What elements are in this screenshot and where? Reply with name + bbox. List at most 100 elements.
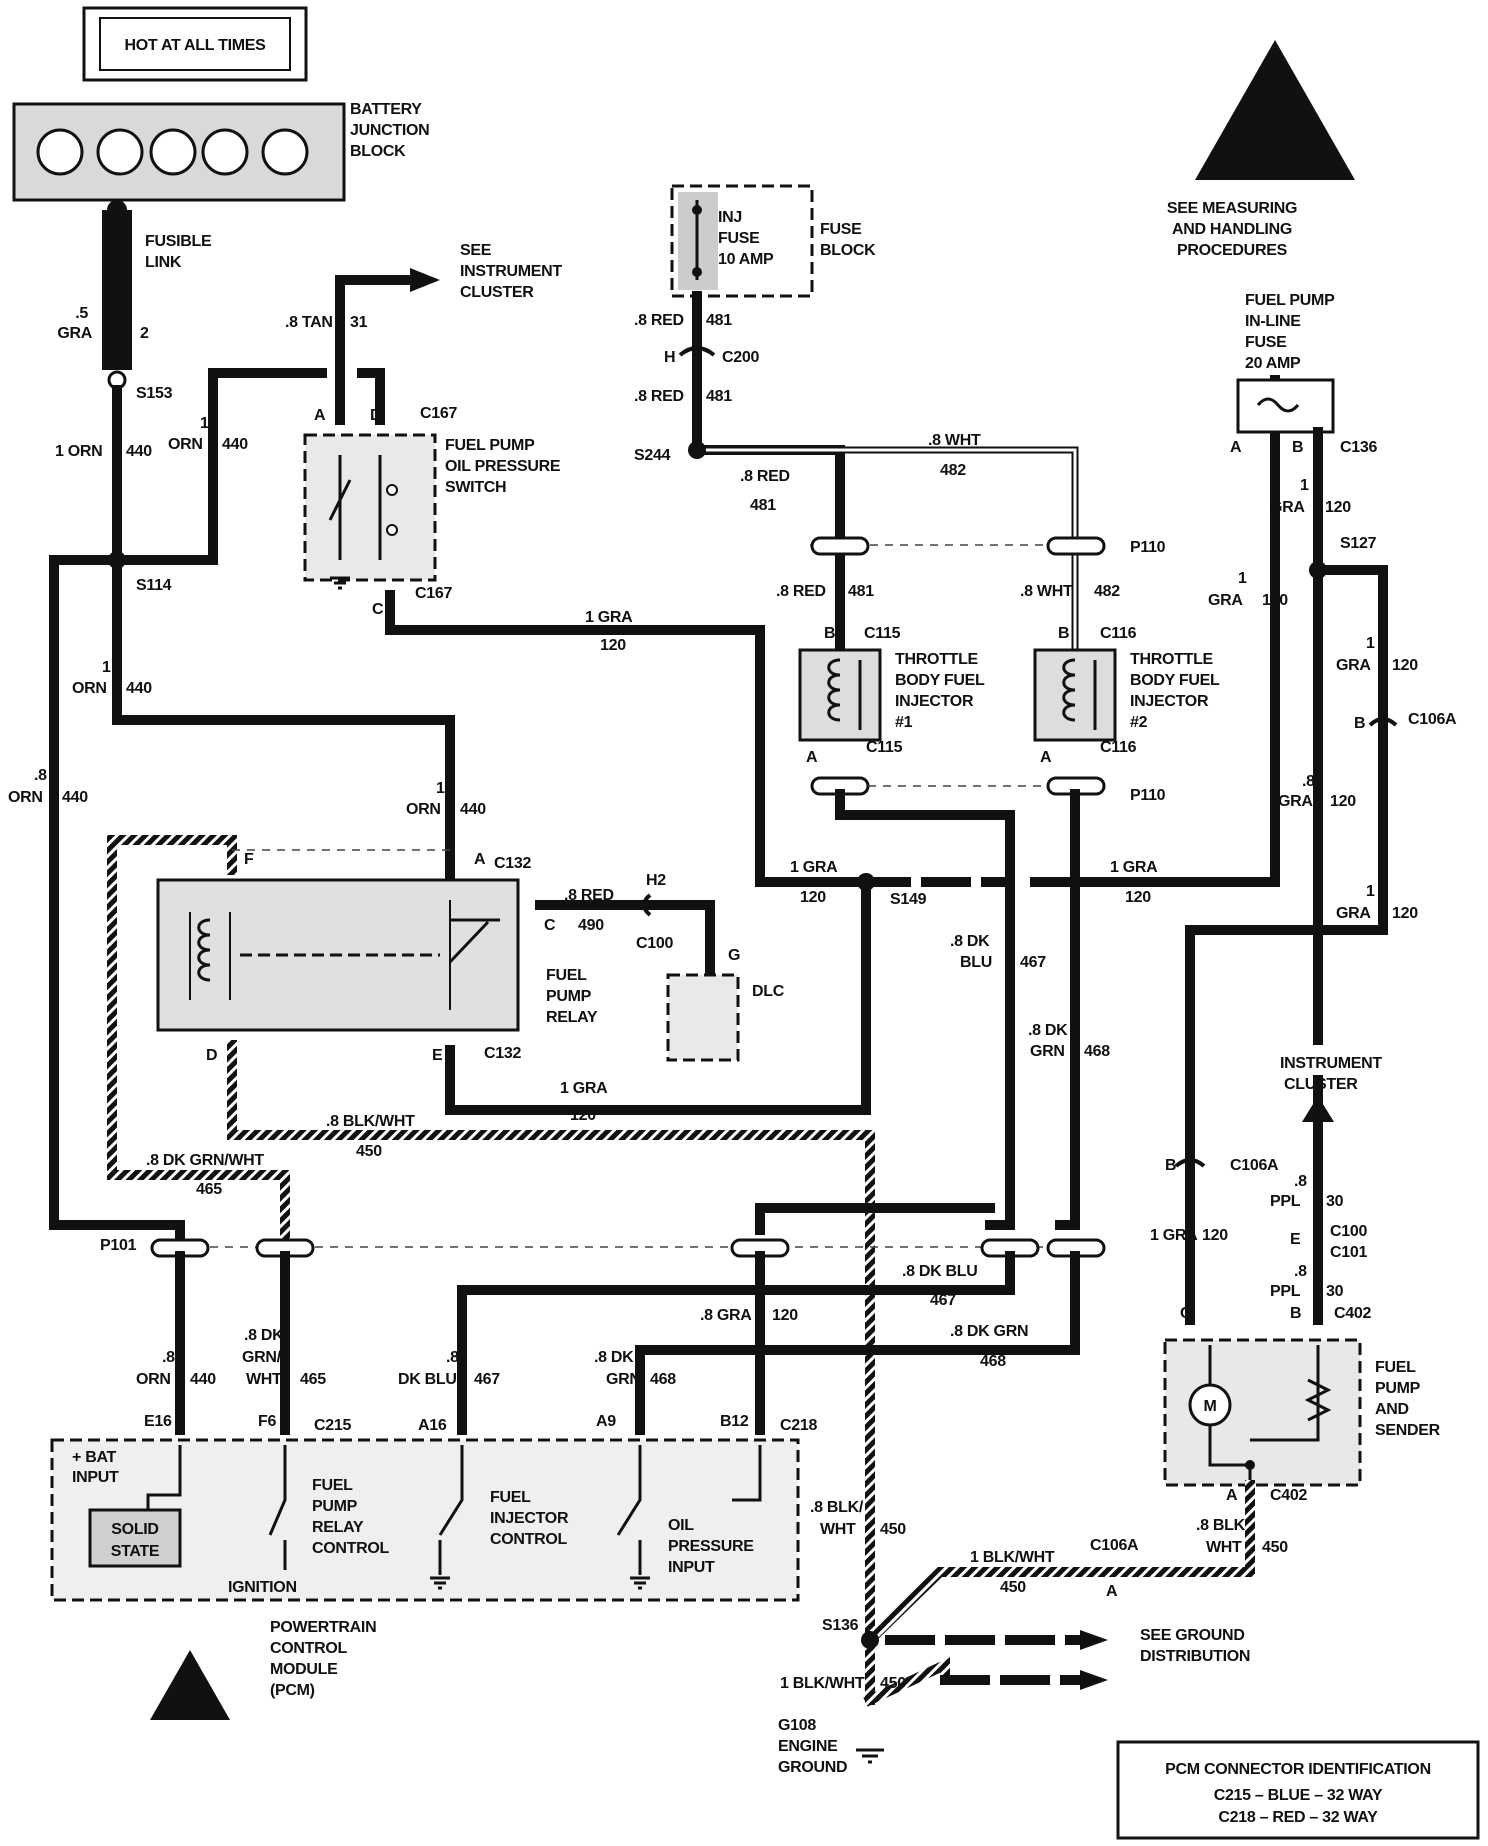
svg-text:.8 DK: .8 DK [244,1327,284,1344]
svg-text:ORN: ORN [168,436,203,453]
svg-text:SEE: SEE [460,242,492,259]
svg-text:1 GRA: 1 GRA [1110,859,1158,876]
svg-text:S136: S136 [822,1617,859,1634]
svg-text:INPUT: INPUT [72,1469,119,1486]
svg-text:WHT: WHT [246,1371,282,1388]
svg-text:C402: C402 [1270,1487,1307,1504]
svg-text:P110: P110 [1130,539,1166,556]
svg-text:120: 120 [1392,905,1418,922]
svg-text:.8 WHT: .8 WHT [928,432,981,449]
svg-text:C215 – BLUE – 32 WAY: C215 – BLUE – 32 WAY [1214,1787,1383,1804]
svg-text:GRN: GRN [606,1371,641,1388]
gra-120-circuit: S149 1 GRA 120 1 GRA 120 1 GRA 120 1 GRA… [385,375,1280,1124]
svg-text:MODULE: MODULE [270,1661,338,1678]
svg-text:.8: .8 [1294,1173,1307,1190]
svg-text:467: 467 [1020,954,1046,971]
svg-text:1: 1 [1300,477,1309,494]
svg-text:IN-LINE: IN-LINE [1245,313,1301,330]
svg-text:BLU: BLU [960,954,992,971]
svg-text:C215: C215 [314,1417,351,1434]
svg-text:P110: P110 [1130,787,1166,804]
svg-text:.8 RED: .8 RED [634,388,684,405]
svg-text:G: G [728,947,740,964]
ground-circuit: S136 1 BLK/WHT 450 .8 BLK/ WHT 450 1 BLK… [778,1480,1255,1776]
svg-text:.8: .8 [162,1349,175,1366]
svg-text:440: 440 [190,1371,216,1388]
svg-text:.8: .8 [1294,1263,1307,1280]
svg-text:B12: B12 [720,1413,749,1430]
svg-text:INSTRUMENT: INSTRUMENT [460,263,562,280]
svg-text:FUEL PUMP: FUEL PUMP [1245,292,1335,309]
svg-text:450: 450 [880,1675,906,1692]
svg-text:490: 490 [578,917,604,934]
svg-text:C116: C116 [1100,625,1137,642]
throttle-body-injector-1: B C115 THROTTLE BODY FUEL INJECTOR #1 A … [798,625,985,796]
svg-text:30: 30 [1326,1283,1344,1300]
svg-text:C115: C115 [864,625,901,642]
fuel-pump-relay: F A C132 D E C132 FUEL PUMP RELAY [107,835,875,1705]
svg-text:E: E [1290,1231,1301,1248]
hot-label: HOT AT ALL TIMES [125,37,267,54]
svg-text:A: A [1230,439,1242,456]
svg-text:.8 DK GRN/WHT: .8 DK GRN/WHT [146,1152,264,1169]
svg-text:PRESSURE: PRESSURE [668,1538,754,1555]
svg-text:FUEL PUMP: FUEL PUMP [445,437,535,454]
svg-text:450: 450 [356,1143,382,1160]
fuel-pump-inline-fuse: FUEL PUMP IN-LINE FUSE 20 AMP A B C136 S… [1185,292,1457,1235]
injector-control-wires: .8 DK BLU 467 .8 DK GRN 468 [835,789,1110,1230]
svg-text:CONTROL: CONTROL [490,1531,568,1548]
svg-text:FUEL: FUEL [312,1477,353,1494]
svg-text:C115: C115 [866,739,903,756]
svg-text:120: 120 [1125,889,1151,906]
svg-text:INSTRUMENT: INSTRUMENT [1280,1055,1382,1072]
svg-text:E16: E16 [144,1413,172,1430]
svg-text:FUEL: FUEL [1375,1359,1416,1376]
fuse-block: INJ FUSE 10 AMP FUSE BLOCK [670,184,876,298]
svg-text:C167: C167 [415,585,452,602]
svg-text:.8 GRA: .8 GRA [700,1307,752,1324]
svg-text:465: 465 [196,1181,222,1198]
svg-text:AND HANDLING: AND HANDLING [1172,221,1292,238]
svg-text:1: 1 [1366,883,1375,900]
svg-text:467: 467 [930,1292,956,1309]
svg-text:.8 DK BLU: .8 DK BLU [902,1263,978,1280]
svg-text:BLOCK: BLOCK [820,242,876,259]
svg-text:468: 468 [980,1353,1006,1370]
svg-text:B: B [1292,439,1303,456]
svg-text:S114: S114 [136,577,172,594]
p101-connector-row: P101 [100,1203,1106,1435]
svg-text:.8: .8 [1302,773,1315,790]
svg-text:1 GRA: 1 GRA [790,859,838,876]
svg-text:440: 440 [62,789,88,806]
svg-text:.8: .8 [34,767,47,784]
svg-text:.5: .5 [75,305,88,322]
svg-text:C167: C167 [420,405,457,422]
svg-text:C100: C100 [636,935,673,952]
svg-text:CONTROL: CONTROL [270,1640,348,1657]
svg-text:481: 481 [750,497,776,514]
svg-text:481: 481 [706,312,732,329]
svg-text:120: 120 [570,1107,596,1124]
svg-text:FUSE: FUSE [718,230,760,247]
svg-text:.8: .8 [446,1349,459,1366]
svg-text:E: E [432,1047,443,1064]
svg-text:481: 481 [706,388,732,405]
svg-text:M: M [1203,1398,1216,1415]
svg-text:IGNITION: IGNITION [228,1579,297,1596]
svg-text:467: 467 [474,1371,500,1388]
svg-text:ENGINE: ENGINE [778,1738,838,1755]
svg-text:A: A [314,407,326,424]
svg-text:450: 450 [880,1521,906,1538]
svg-text:1: 1 [1366,635,1375,652]
svg-text:.8 BLK/: .8 BLK/ [1196,1517,1250,1534]
svg-text:F: F [244,851,254,868]
svg-text:1 GRA: 1 GRA [1150,1227,1198,1244]
svg-text:S127: S127 [1340,535,1377,552]
svg-text:B: B [1165,1157,1176,1174]
svg-text:.8 BLK/: .8 BLK/ [810,1499,864,1516]
svg-text:A9: A9 [596,1413,616,1430]
svg-text:.8 DK GRN: .8 DK GRN [950,1323,1028,1340]
svg-text:A: A [474,851,486,868]
